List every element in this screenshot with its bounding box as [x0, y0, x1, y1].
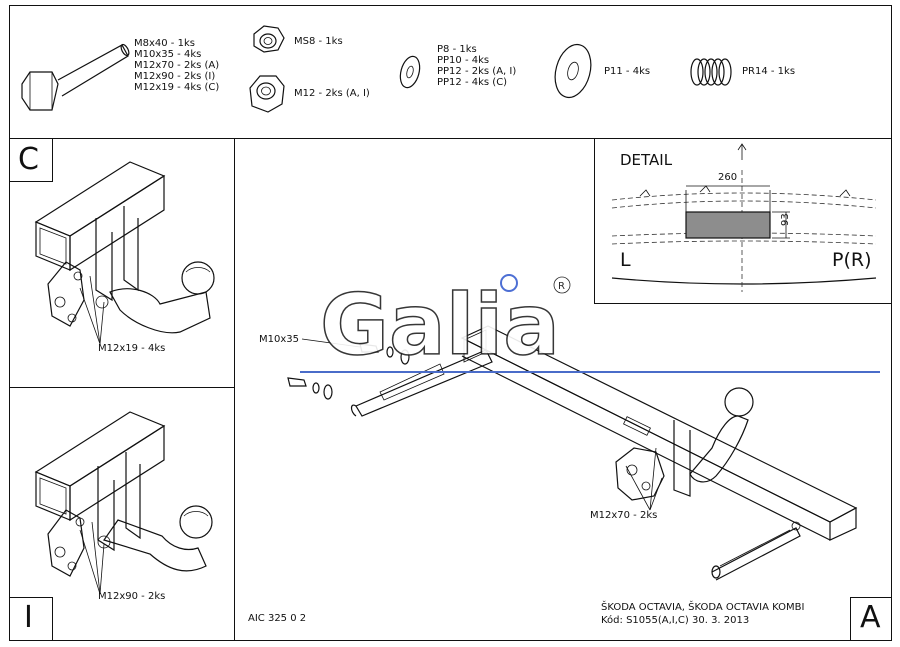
- nut-m12-icon: [249, 75, 285, 113]
- m10-leader: [301, 338, 361, 348]
- galia-logo: Galia R: [319, 274, 571, 375]
- panel-i-callout: M12x90 - 2ks: [98, 591, 166, 602]
- detail-panel: [594, 138, 892, 304]
- spring-icon: [690, 58, 732, 86]
- detail-height-dim: 93: [780, 213, 791, 226]
- m12-leader-1: [625, 465, 651, 511]
- parts-list-panel: [9, 5, 892, 139]
- detail-right-label: P(R): [832, 249, 872, 271]
- panel-c-callout: M12x19 - 4ks: [98, 343, 166, 354]
- spring-label: PR14 - 1ks: [742, 66, 796, 77]
- main-hardware-m10: [287, 343, 410, 400]
- washer-label-2: PP10 - 4ks: [437, 55, 490, 66]
- panel-i-letter: I: [24, 600, 33, 635]
- letter-i-box: [9, 597, 53, 641]
- panel-c-towbar-drawing: [34, 161, 215, 334]
- panel-c-leader-1: [79, 287, 101, 345]
- bolt-label-4: M12x90 - 2ks (I): [134, 71, 216, 82]
- washer-label-3: PP12 - 2ks (A, I): [437, 66, 517, 77]
- galia-logo-wordmark: Galia: [320, 276, 560, 374]
- panel-c-leader-2: [89, 275, 101, 345]
- panel-i-leader-2: [91, 521, 101, 595]
- registered-mark-icon: [553, 276, 571, 294]
- letter-c-box: [9, 138, 53, 182]
- detail-width-dim: 260: [718, 172, 738, 183]
- registered-mark-letter: R: [558, 281, 565, 292]
- washer-labels: P8 - 1ks PP10 - 4ks PP12 - 2ks (A, I) PP…: [437, 44, 516, 88]
- washer-p11-label: P11 - 4ks: [604, 66, 651, 77]
- nut-m12-label: M12 - 2ks (A, I): [294, 88, 370, 99]
- kod-line: Kód: S1055(A,I,C) 30. 3. 2013: [601, 615, 750, 626]
- washer-label-1: P8 - 1ks: [437, 44, 477, 55]
- bolt-icon: [21, 43, 130, 111]
- vehicle-name: ŠKODA OCTAVIA, ŠKODA OCTAVIA KOMBI: [601, 602, 805, 613]
- detail-left-label: L: [620, 249, 631, 271]
- m12-callout: M12x70 - 2ks: [590, 510, 658, 521]
- logo-dot-icon: [500, 274, 518, 292]
- bolt-labels: M8x40 - 1ks M10x35 - 4ks M12x70 - 2ks (A…: [134, 38, 219, 93]
- panel-a-letter: A: [860, 600, 881, 635]
- letter-a-box: [850, 597, 892, 641]
- drawing-code: AIC 325 0 2: [248, 613, 307, 624]
- bolt-label-3: M12x70 - 2ks (A): [134, 60, 220, 71]
- panel-i-towbar-drawing: [34, 411, 213, 577]
- bolt-label-2: M10x35 - 4ks: [134, 49, 202, 60]
- panel-i-leader-3: [99, 543, 105, 595]
- main-towbar-drawing: [350, 325, 858, 581]
- m10-callout: M10x35: [259, 334, 299, 345]
- bolt-label-1: M8x40 - 1ks: [134, 38, 195, 49]
- m12-leader-2: [649, 447, 657, 511]
- washer-label-4: PP12 - 4ks (C): [437, 77, 508, 88]
- panel-c-leader-3: [99, 301, 105, 345]
- nut-ms8-icon: [253, 25, 285, 53]
- m12-leader-3: [649, 477, 663, 511]
- panel-c-letter: C: [18, 142, 39, 177]
- detail-title: DETAIL: [620, 151, 673, 169]
- detail-drawing: [611, 143, 877, 292]
- bolt-label-5: M12x19 - 4ks (C): [134, 82, 220, 93]
- washer-p8-icon: [399, 55, 421, 89]
- washer-p11-icon: [554, 43, 592, 99]
- panel-i: [9, 387, 235, 641]
- panel-i-leader-1: [79, 529, 101, 595]
- nut-ms8-label: MS8 - 1ks: [294, 36, 343, 47]
